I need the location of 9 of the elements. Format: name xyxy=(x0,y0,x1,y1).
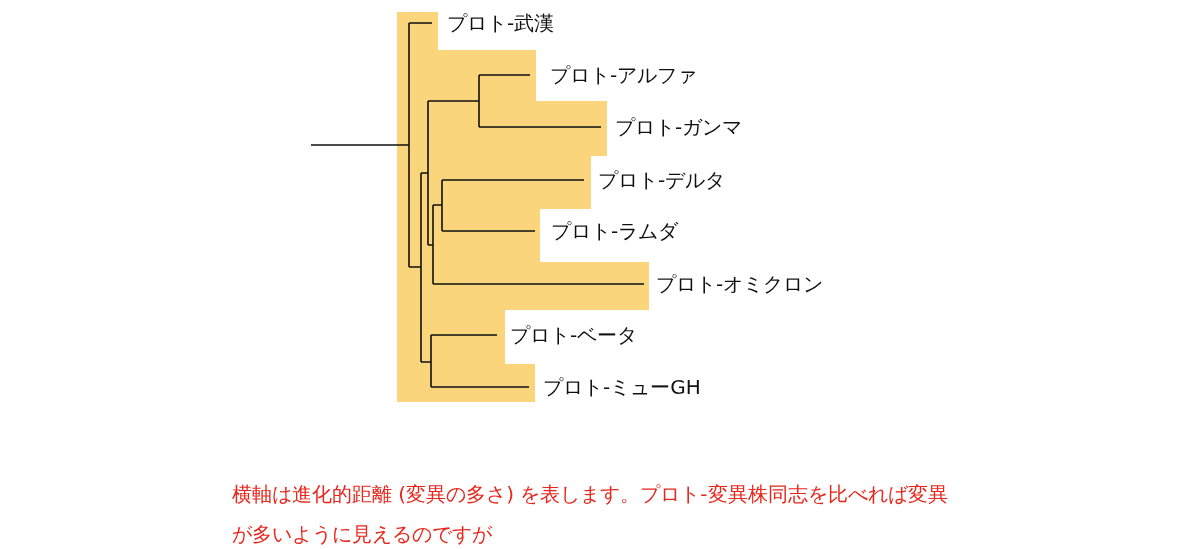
leaf-label: プロト-デルタ xyxy=(598,168,726,192)
leaf-label: プロト-オミクロン xyxy=(656,272,824,296)
leaf-label: プロト-ベータ xyxy=(510,323,638,347)
leaf-label: プロト-武漢 xyxy=(447,11,555,35)
leaf-label: プロト-ラムダ xyxy=(551,219,679,243)
leaf-label: プロト-ミューGH xyxy=(543,375,701,399)
note-text: 横軸は進化的距離 (変異の多さ) を表します。プロト-変異株同志を比べれば変異が多いように見えるのですが xyxy=(232,481,949,548)
leaf-label: プロト-アルファ xyxy=(550,63,698,87)
leaf-label: プロト-ガンマ xyxy=(615,115,743,139)
